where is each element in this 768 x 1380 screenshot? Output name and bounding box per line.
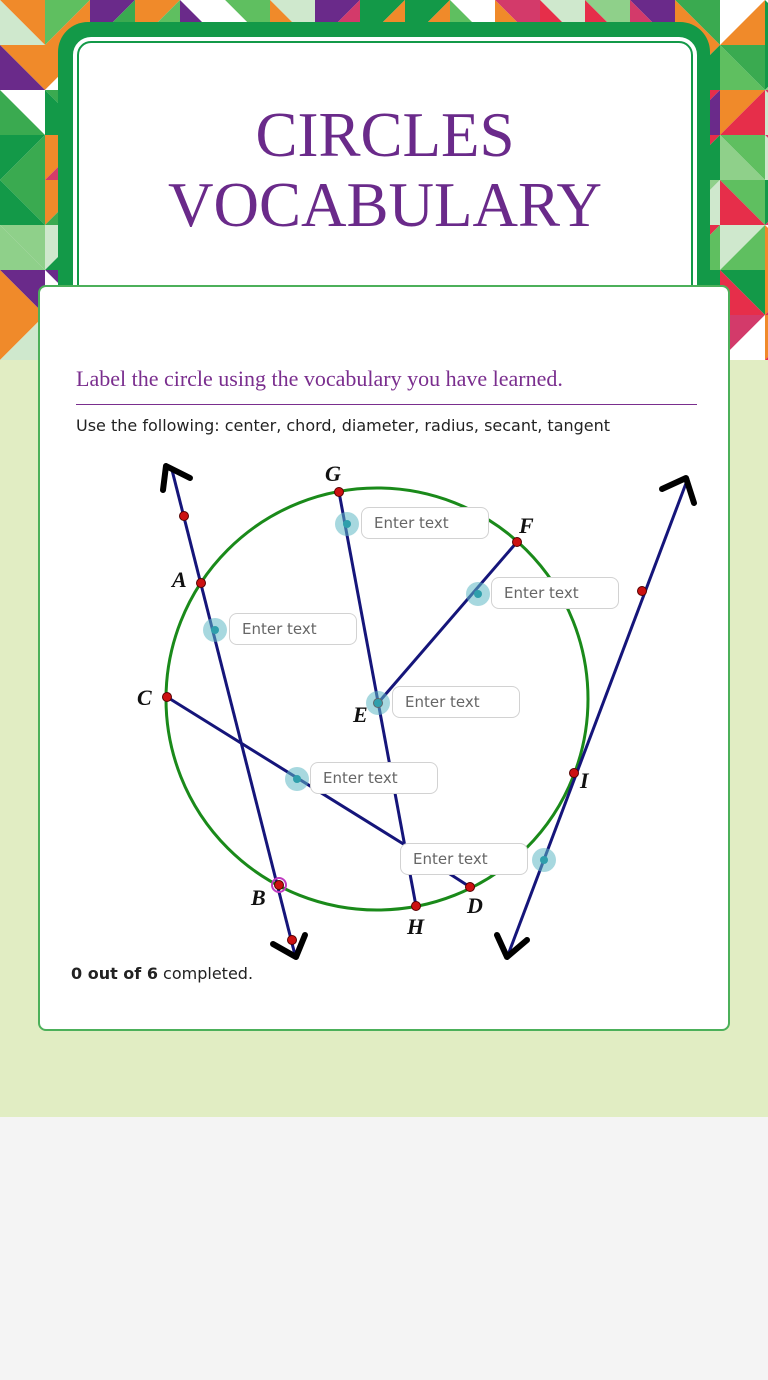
pattern-triangle (0, 315, 45, 360)
answer-field-4[interactable] (392, 686, 520, 718)
completion-status: 0 out of 6 completed. (71, 964, 253, 983)
pattern-triangle (720, 315, 765, 360)
pattern-triangle (765, 180, 768, 225)
pattern-triangle (720, 270, 765, 315)
pattern-triangle (0, 135, 45, 180)
title-panel (73, 37, 697, 311)
question-heading: Label the circle using the vocabulary yo… (76, 366, 563, 391)
pattern-triangle (720, 90, 765, 135)
hotspot-dot-2[interactable] (466, 582, 490, 606)
answer-field-5[interactable] (310, 762, 438, 794)
pattern-triangle (720, 180, 765, 225)
answer-field-6[interactable] (400, 843, 528, 875)
pattern-triangle (0, 225, 45, 270)
pattern-triangle (765, 225, 768, 270)
completion-count: 0 out of 6 (71, 964, 158, 983)
answer-field-2[interactable] (491, 577, 619, 609)
pattern-triangle (765, 135, 768, 180)
answer-field-1[interactable] (361, 507, 489, 539)
hotspot-dot-5[interactable] (285, 767, 309, 791)
pattern-triangle (765, 45, 768, 90)
instructions-text: Use the following: center, chord, diamet… (76, 416, 611, 435)
answer-field-3[interactable] (229, 613, 357, 645)
pattern-triangle (0, 45, 45, 90)
pattern-triangle (765, 222, 768, 225)
hotspot-dot-1[interactable] (335, 512, 359, 536)
pattern-triangle (720, 225, 765, 270)
worksheet-card (38, 285, 730, 1031)
heading-divider (76, 404, 697, 405)
pattern-triangle (765, 357, 768, 360)
pattern-triangle (720, 45, 765, 90)
pattern-triangle (765, 87, 768, 90)
pattern-triangle (765, 0, 768, 45)
pattern-triangle (720, 135, 765, 180)
pattern-triangle (0, 270, 45, 315)
hotspot-dot-6[interactable] (532, 848, 556, 872)
page-title: CIRCLES VOCABULARY (167, 100, 603, 240)
hotspot-dot-3[interactable] (203, 618, 227, 642)
pattern-triangle (765, 312, 768, 315)
pattern-triangle (0, 0, 45, 45)
pattern-triangle (765, 270, 768, 315)
hotspot-dot-4[interactable] (366, 691, 390, 715)
pattern-triangle (0, 180, 45, 225)
completion-suffix: completed. (157, 964, 254, 983)
pattern-triangle (765, 315, 768, 360)
pattern-triangle (765, 90, 768, 135)
pattern-triangle (720, 0, 765, 45)
pattern-triangle (0, 90, 45, 135)
